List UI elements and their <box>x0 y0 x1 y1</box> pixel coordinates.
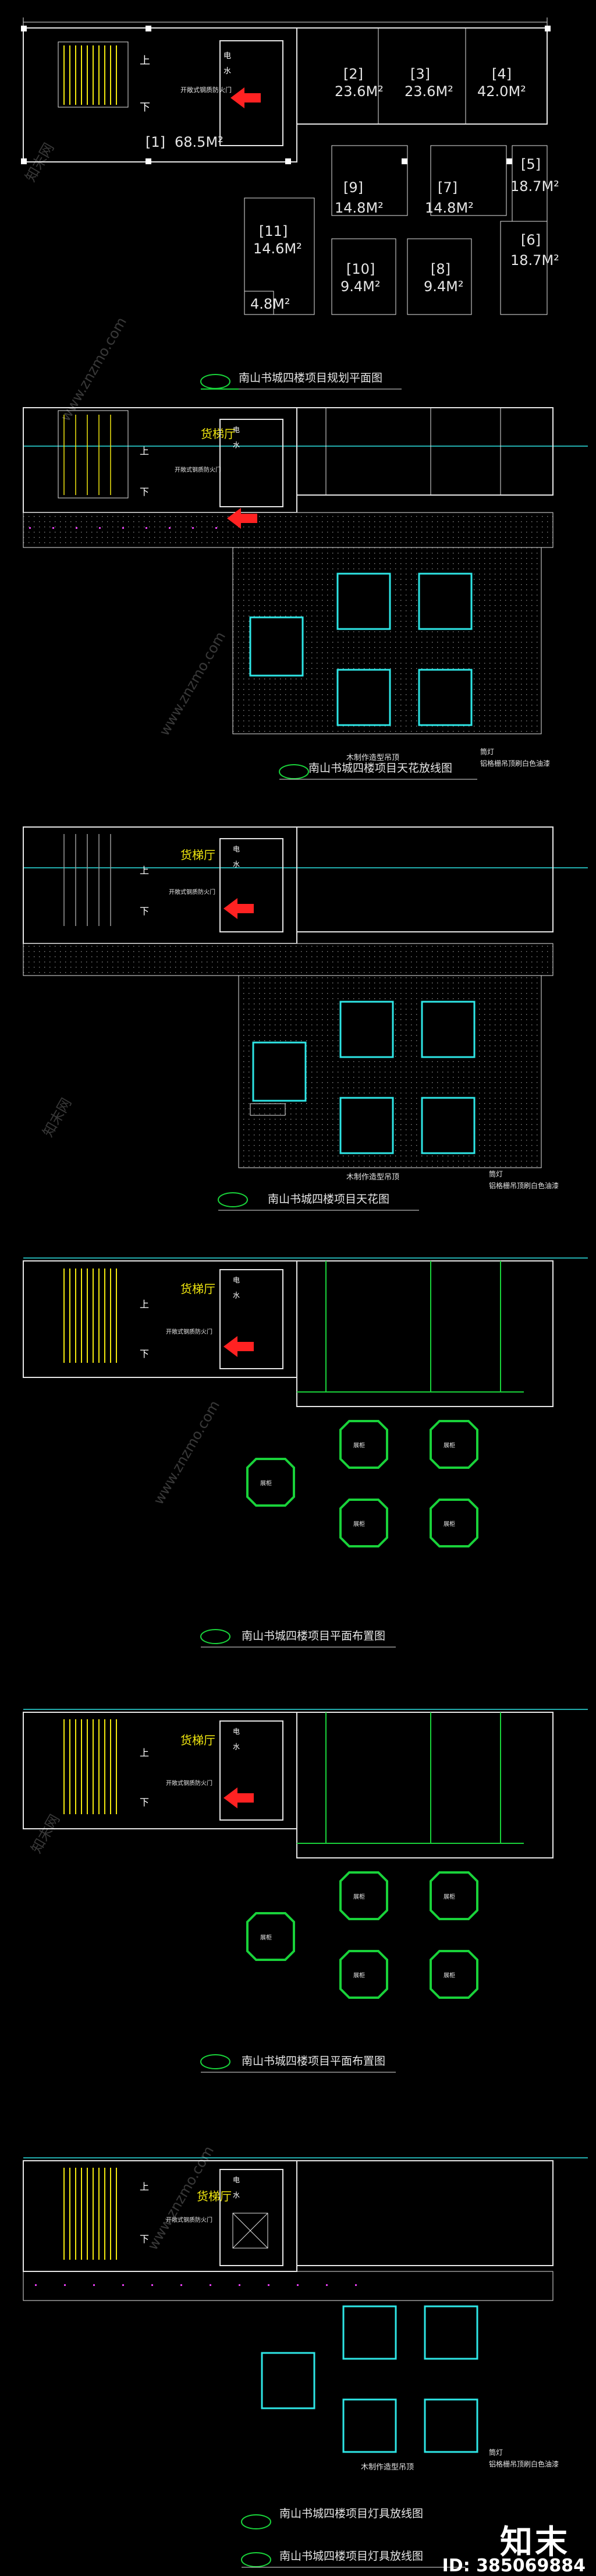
room-3-area: 23.6M² <box>405 83 453 100</box>
plan-5-floor-layout: 货梯厅 上 下 开敞式钢质防火门 电 水 展柜 展柜 展柜 展柜 展柜 南山书城… <box>23 1709 588 2073</box>
plan-3-power-room: 电 <box>233 845 240 853</box>
plan-3-grille-note: 铝格栅吊顶刷白色油漆 <box>489 1181 559 1190</box>
plan-6-title-top: 南山书城四楼项目灯具放线图 <box>279 2507 423 2520</box>
plan-3-ceiling: 货梯厅 上 下 开敞式钢质防火门 电 水 木制作造型吊顶 筒灯 铝格栅吊顶刷白色… <box>23 826 588 1211</box>
room-1-number: [1] <box>146 134 165 150</box>
plan-5-stair-up: 上 <box>140 1747 149 1758</box>
room-11-area: 14.6M² <box>253 241 302 257</box>
plan-5-water-room: 水 <box>233 1743 240 1751</box>
plan-3-stair-down: 下 <box>140 906 149 917</box>
plan-5-booth-4: 展柜 <box>353 1971 365 1979</box>
plan-6-water-room: 水 <box>233 2191 240 2199</box>
plan-2-water-room: 水 <box>233 441 240 449</box>
plan-4-booth-4: 展柜 <box>353 1520 365 1528</box>
plan-6-downlight-note: 筒灯 <box>489 2448 503 2457</box>
plan-4-cargo-hall: 货梯厅 <box>180 1282 215 1296</box>
plan-5-cargo-hall: 货梯厅 <box>180 1733 215 1747</box>
plan-6-power-room: 电 <box>233 2176 240 2184</box>
room-3-number: [3] <box>410 66 430 82</box>
room-5-number: [5] <box>521 156 541 172</box>
plan-4-booth-3: 展柜 <box>260 1479 272 1487</box>
plan-2-title: 南山书城四楼项目天花放线图 <box>308 762 452 775</box>
plan-4-floor-layout: 货梯厅 上 下 开敞式钢质防火门 电 水 展柜 展柜 展柜 展柜 展柜 南山书城… <box>23 1257 588 1648</box>
room-2-area: 23.6M² <box>335 83 384 100</box>
plan-2-ceiling-layout: 货梯厅 上 下 开敞式钢质防火门 电 水 木制作造型吊顶 筒灯 铝格栅吊顶刷白色… <box>23 407 588 780</box>
plan-5-booth-3: 展柜 <box>260 1934 272 1941</box>
stair-down-label: 下 <box>140 101 150 114</box>
water-room-label: 水 <box>224 67 231 76</box>
plan-2-grille-note: 铝格栅吊顶刷白色油漆 <box>480 759 550 768</box>
plan-6-title: 南山书城四楼项目灯具放线图 <box>279 2550 423 2563</box>
room-9-area: 14.8M² <box>335 200 384 216</box>
room-9-number: [9] <box>343 179 363 196</box>
plan-5-booth-2: 展柜 <box>444 1893 455 1900</box>
room-7-number: [7] <box>438 179 457 196</box>
plan-1-title: 南山书城四楼项目规划平面图 <box>239 372 382 384</box>
plan-3-downlight-note: 筒灯 <box>489 1169 503 1178</box>
plan-4-booth-5: 展柜 <box>444 1520 455 1528</box>
plan-4-power-room: 电 <box>233 1276 240 1284</box>
plan-5-exit-arrow-icon <box>224 1787 254 1808</box>
plan-2-downlight-note: 筒灯 <box>480 747 494 756</box>
plan-3-wood-ceiling-note: 木制作造型吊顶 <box>346 1173 399 1182</box>
plan-2-stair-up: 上 <box>140 446 149 457</box>
plan-4-water-room: 水 <box>233 1291 240 1299</box>
stair-up-label: 上 <box>140 55 150 67</box>
power-room-label: 电 <box>224 52 231 61</box>
plan-2-wood-ceiling-note: 木制作造型吊顶 <box>346 754 399 762</box>
brand-logo-text: 知末 <box>500 2524 570 2561</box>
plan-4-stair-down: 下 <box>140 1348 149 1359</box>
plan-2-cargo-hall: 货梯厅 <box>201 427 236 441</box>
plan-3-water-room: 水 <box>233 860 240 868</box>
fire-door-label: 开敞式钢质防火门 <box>180 86 232 94</box>
plan-2-stair-down: 下 <box>140 486 149 497</box>
room-10-area: 9.4M² <box>340 278 381 295</box>
plan-5-fire-door: 开敞式钢质防火门 <box>166 1779 212 1787</box>
room-8-number: [8] <box>431 261 450 277</box>
room-6-number: [6] <box>521 232 541 248</box>
plan-6-fire-door: 开敞式钢质防火门 <box>166 2216 212 2224</box>
plan-6-wood-ceiling-note: 木制作造型吊顶 <box>361 2463 414 2472</box>
plan-4-exit-arrow-icon <box>224 1336 254 1357</box>
plan-5-stair-down: 下 <box>140 1797 149 1808</box>
plan-6-lighting-layout: 货梯厅 上 下 开敞式钢质防火门 电 水 木制作造型吊顶 筒灯 铝格栅吊顶刷白色… <box>23 2157 588 2568</box>
room-7-area: 14.8M² <box>425 200 474 216</box>
plan-2-power-room: 电 <box>233 426 240 434</box>
exit-arrow-icon <box>230 87 261 108</box>
room-6-area: 18.7M² <box>510 252 559 268</box>
plan-3-cargo-hall: 货梯厅 <box>180 848 215 862</box>
plan-4-fire-door: 开敞式钢质防火门 <box>166 1328 212 1335</box>
room-2-number: [2] <box>343 66 363 82</box>
plan-4-stair-up: 上 <box>140 1299 149 1310</box>
room-4-area: 42.0M² <box>477 83 526 100</box>
plan-4-title: 南山书城四楼项目平面布置图 <box>242 1630 385 1642</box>
plan-2-exit-arrow-icon <box>227 508 257 529</box>
plan-3-exit-arrow-icon <box>224 898 254 919</box>
plan-2-fire-door: 开敞式钢质防火门 <box>175 466 221 473</box>
plan-3-fire-door: 开敞式钢质防火门 <box>169 888 215 896</box>
plan-5-booth-5: 展柜 <box>444 1971 455 1979</box>
room-11-number: [11] <box>259 223 288 239</box>
plan-4-booth-1: 展柜 <box>353 1441 365 1449</box>
plan-6-stair-up: 上 <box>140 2181 149 2192</box>
plan-3-title: 南山书城四楼项目天花图 <box>268 1193 389 1206</box>
brand-id: ID: 385069884 <box>442 2556 586 2576</box>
room-10-number: [10] <box>346 261 375 277</box>
plan-1-planning: 上 下 开敞式钢质防火门 电 水 [1] 68.5M² <box>21 17 559 390</box>
plan-6-stair-down: 下 <box>140 2234 149 2245</box>
plan-5-power-room: 电 <box>233 1727 240 1736</box>
plan-6-grille-note: 铝格栅吊顶刷白色油漆 <box>489 2460 559 2468</box>
plan-5-booth-1: 展柜 <box>353 1893 365 1900</box>
plan-5-title: 南山书城四楼项目平面布置图 <box>242 2055 385 2068</box>
plan-4-booth-2: 展柜 <box>444 1441 455 1449</box>
room-1-area: 68.5M² <box>175 134 224 150</box>
room-5-area: 18.7M² <box>510 178 559 195</box>
plan-3-stair-up: 上 <box>140 865 149 876</box>
room-4-number: [4] <box>492 66 512 82</box>
room-8-area: 9.4M² <box>424 278 464 295</box>
plan-6-cargo-hall: 货梯厅 <box>197 2189 232 2203</box>
room-12-area: 4.8M² <box>250 296 290 312</box>
